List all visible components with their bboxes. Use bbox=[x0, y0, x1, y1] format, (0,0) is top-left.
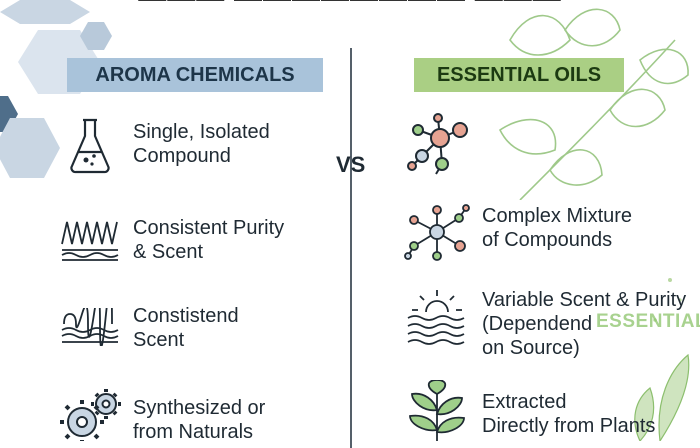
leaf-decoration bbox=[498, 8, 689, 200]
waveform-icon bbox=[61, 221, 119, 261]
gears-icon bbox=[60, 389, 121, 441]
flask-icon bbox=[70, 118, 110, 174]
plant-decoration bbox=[634, 278, 690, 441]
sun-waves-icon bbox=[407, 290, 465, 345]
aroma-chemicals-header: AROMA CHEMICALS bbox=[67, 58, 323, 92]
vs-label: VS bbox=[336, 152, 366, 177]
center-divider bbox=[350, 48, 352, 448]
molecule-network-icon bbox=[404, 204, 470, 261]
top-title-fragment: ▬▬▬ ▬▬▬▬▬▬▬▬ ▬▬▬ bbox=[0, 0, 700, 8]
right-item-2: Variable Scent & Purity (Dependend on So… bbox=[482, 289, 687, 359]
essential-watermark: ESSENTIAL bbox=[596, 311, 700, 332]
leaf-plant-icon bbox=[409, 380, 465, 441]
wave-lines-icon bbox=[61, 308, 119, 346]
essential-oils-header: ESSENTIAL OILS bbox=[414, 58, 624, 92]
left-item-2: Consistent Purity& Scent bbox=[133, 217, 285, 263]
molecule-icon bbox=[407, 113, 468, 175]
